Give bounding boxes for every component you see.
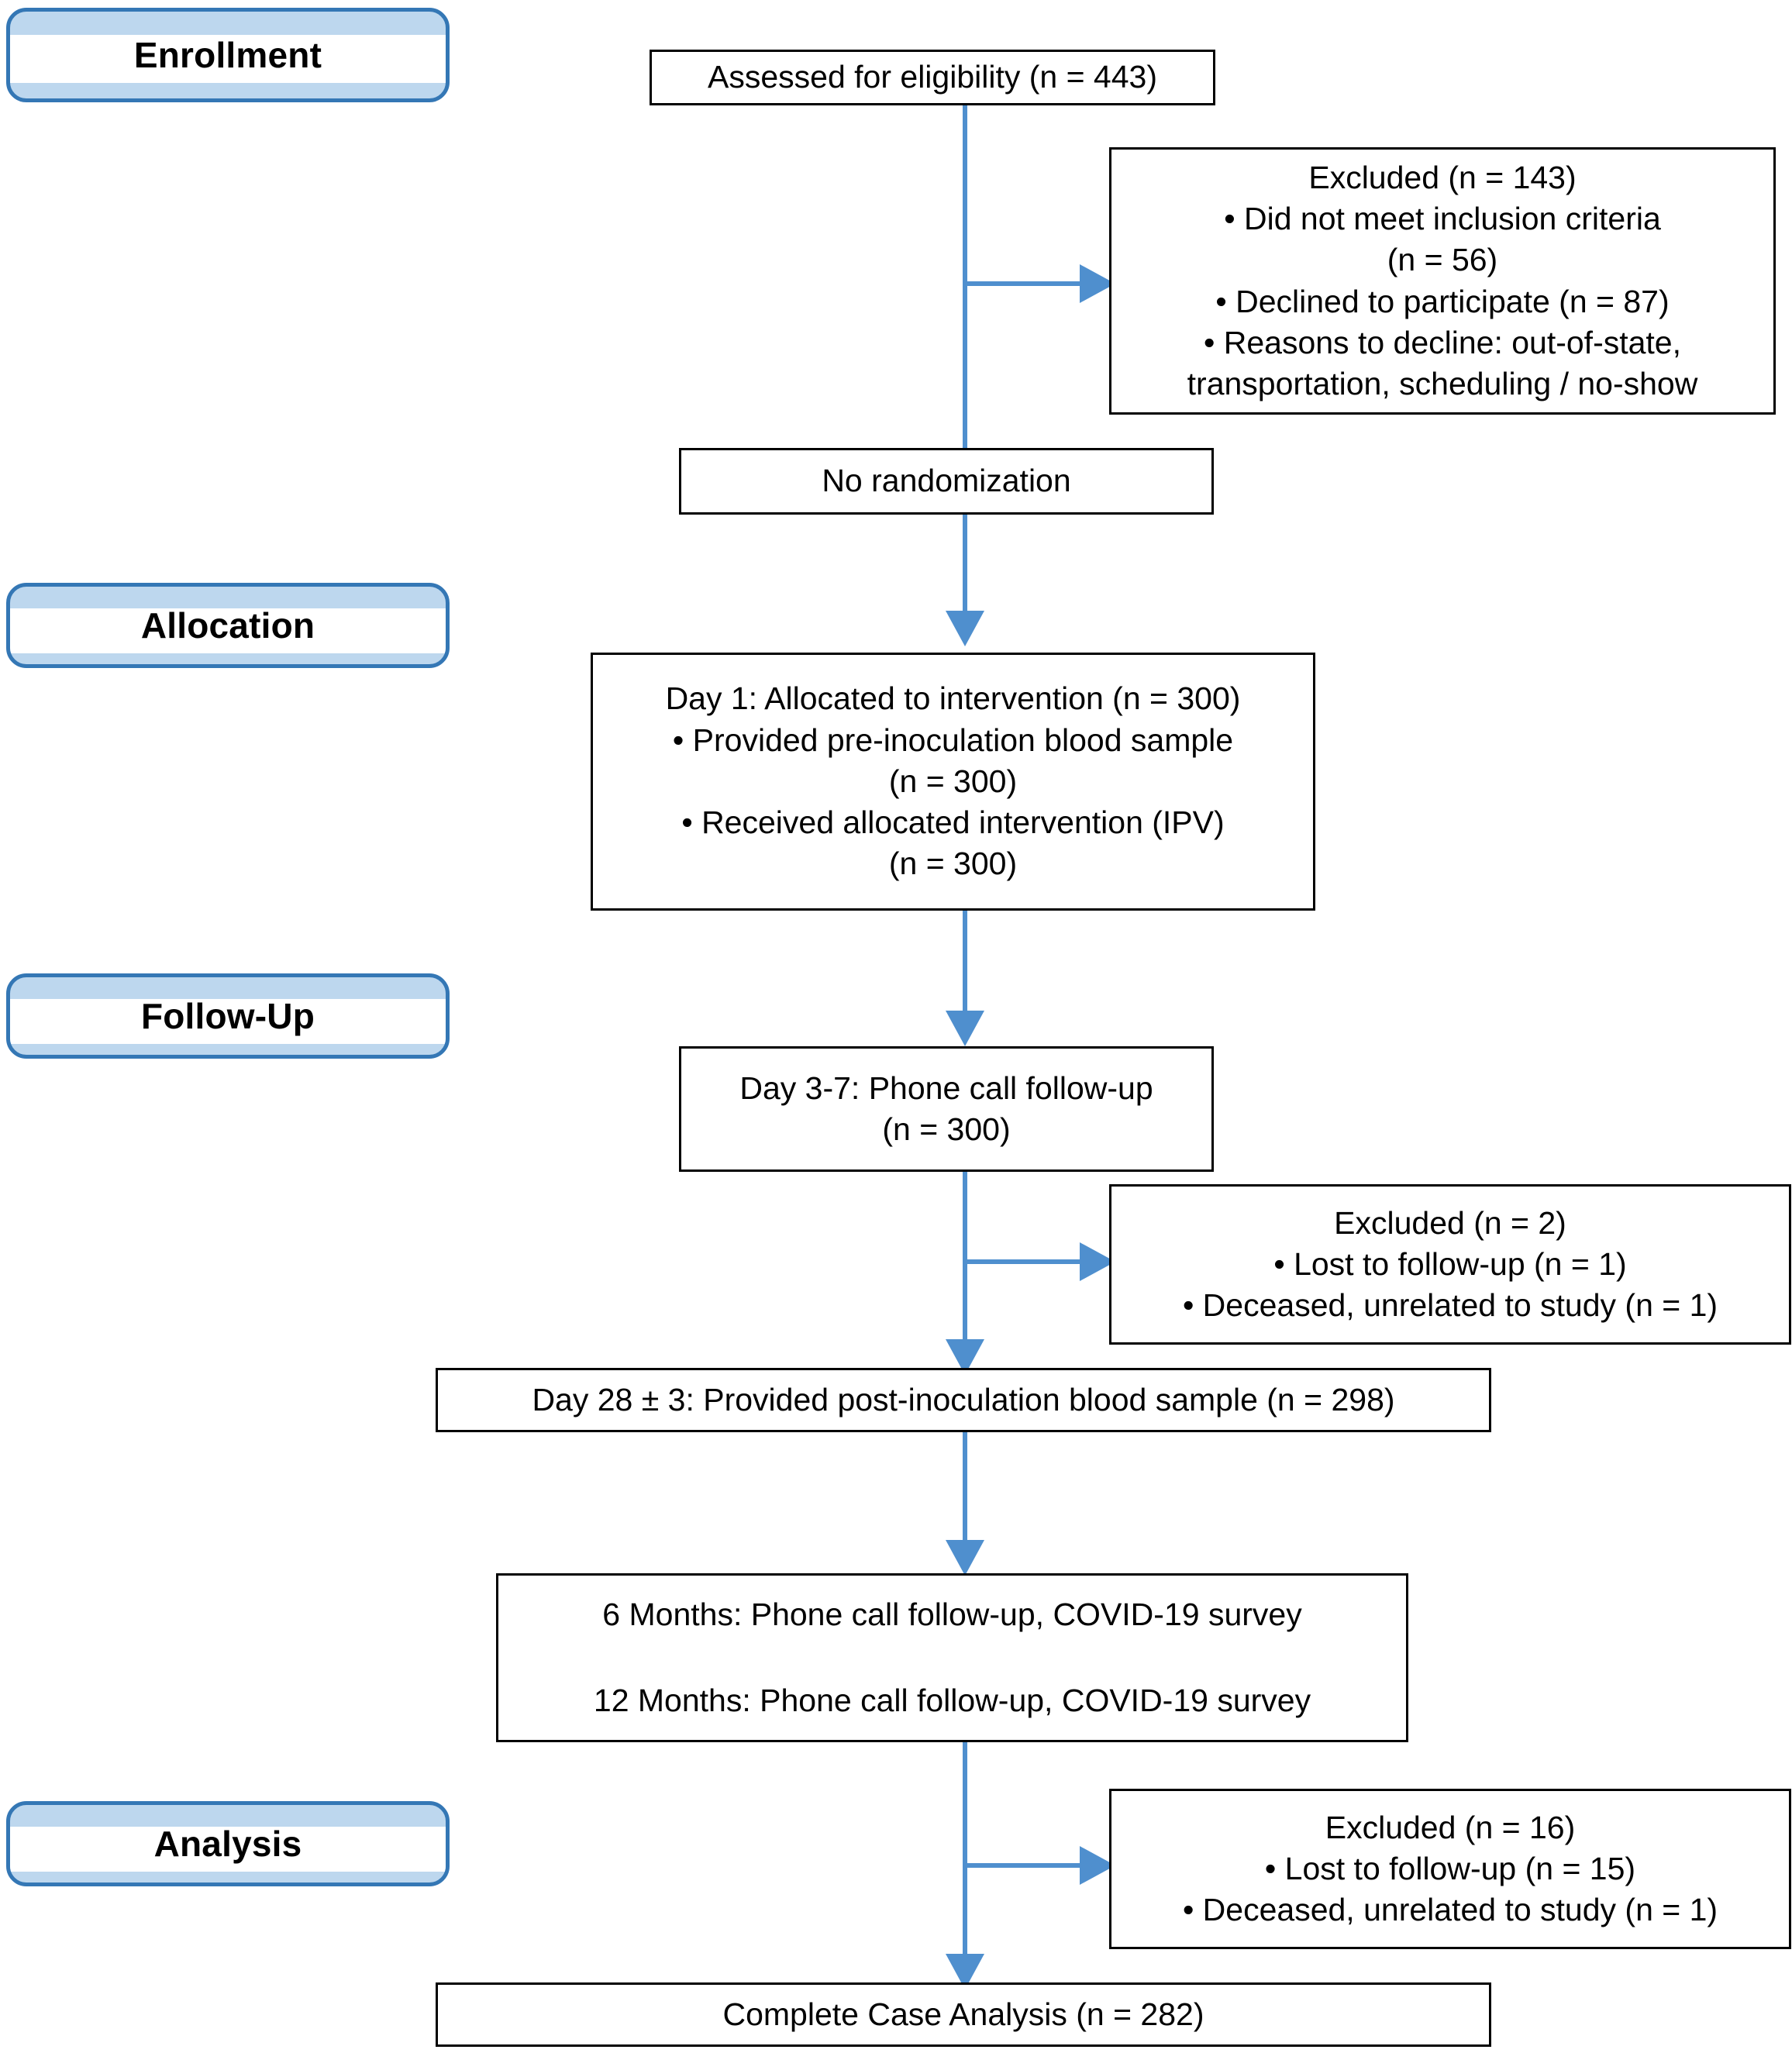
box-line: • Lost to follow-up (n = 1) xyxy=(1273,1245,1627,1282)
box-excluded-analysis: Excluded (n = 16) • Lost to follow-up (n… xyxy=(1109,1789,1791,1949)
connector-assessed-stem xyxy=(963,105,967,455)
connector-months-to-excluded-line xyxy=(963,1863,1083,1868)
box-line: • Deceased, unrelated to study (n = 1) xyxy=(1182,1287,1718,1324)
stage-label-enrollment: Enrollment xyxy=(6,8,450,102)
connector-assessed-to-excluded-line xyxy=(963,281,1083,286)
box-day-28-blood-sample: Day 28 ± 3: Provided post-inoculation bl… xyxy=(436,1368,1491,1432)
stage-band-white xyxy=(10,35,446,83)
box-line: No randomization xyxy=(822,463,1071,499)
box-line: 12 Months: Phone call follow-up, COVID-1… xyxy=(593,1683,1311,1718)
box-line: (n = 300) xyxy=(888,846,1018,882)
box-line: Excluded (n = 2) xyxy=(1334,1204,1566,1241)
stage-label-analysis: Analysis xyxy=(6,1801,450,1886)
box-complete-case-analysis: Complete Case Analysis (n = 282) xyxy=(436,1982,1491,2047)
box-line: 6 Months: Phone call follow-up, COVID-19… xyxy=(602,1596,1302,1632)
stage-label-text: Follow-Up xyxy=(140,996,315,1036)
connector-day28-stem xyxy=(963,1432,967,1545)
box-line: Excluded (n = 143) xyxy=(1308,159,1577,195)
box-line: Day 1: Allocated to intervention (n = 30… xyxy=(665,680,1241,717)
box-line: (n = 300) xyxy=(882,1111,1011,1147)
connector-months-stem xyxy=(963,1742,967,1958)
box-line: • Provided pre-inoculation blood sample xyxy=(672,722,1234,758)
box-line: • Received allocated intervention (IPV) xyxy=(681,804,1225,841)
box-line: Day 3-7: Phone call follow-up xyxy=(739,1070,1153,1106)
connector-allocated-arrowhead xyxy=(946,1011,984,1046)
connector-day37-stem xyxy=(963,1172,967,1344)
box-line: • Declined to participate (n = 87) xyxy=(1215,283,1670,319)
box-line: • Deceased, unrelated to study (n = 1) xyxy=(1182,1892,1718,1928)
stage-label-followup: Follow-Up xyxy=(6,973,450,1059)
box-line: • Did not meet inclusion criteria xyxy=(1224,200,1661,236)
stage-label-text: Enrollment xyxy=(133,35,322,75)
stage-label-allocation: Allocation xyxy=(6,583,450,668)
box-line: • Lost to follow-up (n = 15) xyxy=(1264,1850,1636,1886)
stage-label-text: Allocation xyxy=(140,605,315,646)
box-line: Complete Case Analysis (n = 282) xyxy=(722,1996,1204,2032)
stage-label-text: Analysis xyxy=(153,1824,302,1864)
box-months-followup: 6 Months: Phone call follow-up, COVID-19… xyxy=(496,1573,1408,1742)
connector-norandom-arrowhead xyxy=(946,611,984,646)
box-line: (n = 300) xyxy=(888,763,1018,799)
stage-band-white xyxy=(10,1827,446,1872)
connector-day28-arrowhead xyxy=(946,1540,984,1576)
box-assessed-for-eligibility: Assessed for eligibility (n = 443) xyxy=(650,50,1215,105)
box-day-3-7-phone-followup: Day 3-7: Phone call follow-up (n = 300) xyxy=(679,1046,1214,1172)
box-excluded-followup: Excluded (n = 2) • Lost to follow-up (n … xyxy=(1109,1184,1791,1345)
box-line: Assessed for eligibility (n = 443) xyxy=(708,59,1157,95)
box-line: transportation, scheduling / no-show xyxy=(1187,366,1698,402)
box-line: Excluded (n = 16) xyxy=(1325,1809,1576,1845)
stage-band-white xyxy=(10,608,446,653)
box-allocated-intervention: Day 1: Allocated to intervention (n = 30… xyxy=(591,653,1315,911)
connector-day37-to-excluded-line xyxy=(963,1259,1083,1264)
connector-norandom-stem xyxy=(963,515,967,615)
box-line: (n = 56) xyxy=(1387,242,1498,278)
box-line: Day 28 ± 3: Provided post-inoculation bl… xyxy=(532,1381,1395,1417)
box-no-randomization: No randomization xyxy=(679,448,1214,515)
box-excluded-enrollment: Excluded (n = 143) • Did not meet inclus… xyxy=(1109,147,1776,415)
stage-band-white xyxy=(10,999,446,1044)
box-line: • Reasons to decline: out-of-state, xyxy=(1203,324,1682,360)
connector-allocated-stem xyxy=(963,911,967,1015)
